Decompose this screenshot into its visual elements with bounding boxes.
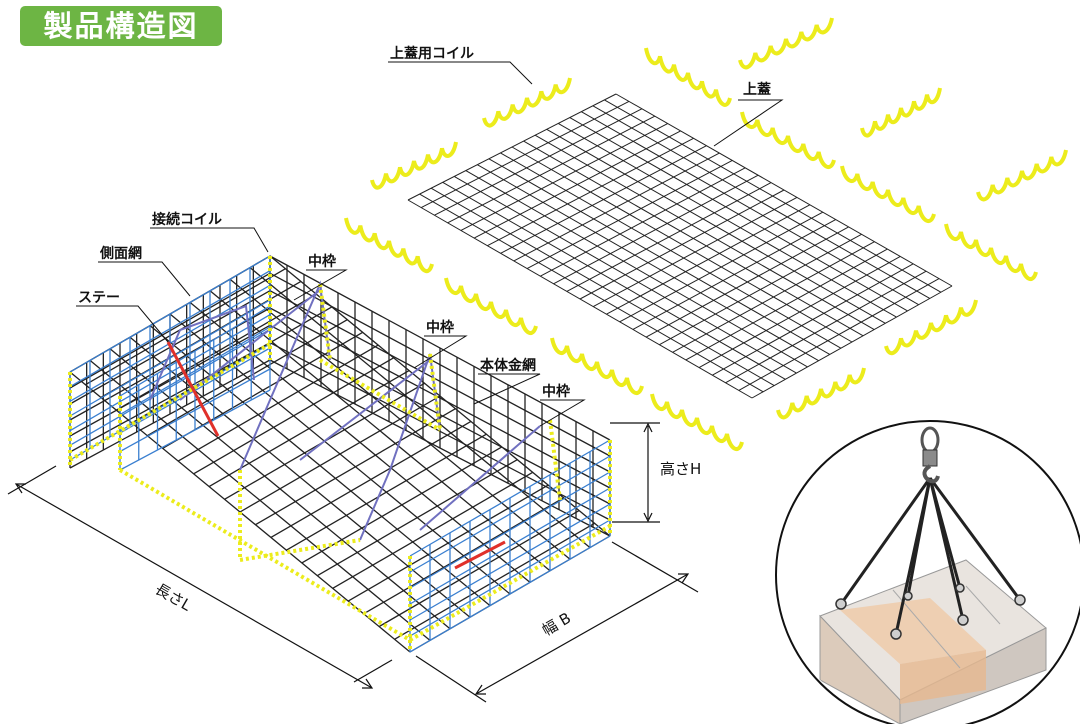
stay-front [454, 540, 506, 570]
label-middle-frame-3: 中枠 [542, 383, 570, 400]
label-connect-coil: 接続コイル [152, 211, 222, 228]
dimension-width: 幅 B [539, 609, 574, 640]
label-lid-coil: 上蓋用コイル [390, 45, 474, 62]
dimension-height: 高さH [660, 460, 701, 478]
dimension-length: 長さL [152, 580, 195, 615]
lid-mesh [407, 93, 953, 399]
label-lid: 上蓋 [743, 81, 771, 98]
lifting-inset [775, 420, 1080, 724]
connect-coils [68, 256, 612, 652]
dimension-lines [7, 422, 699, 703]
leader-lines [76, 61, 784, 427]
lid-coils [344, 17, 1068, 451]
stay-left [166, 341, 220, 437]
hook-icon [920, 426, 940, 484]
label-middle-frame-1: 中枠 [308, 253, 336, 270]
label-side-net: 側面網 [99, 245, 142, 262]
label-body-net: 本体金網 [480, 357, 536, 374]
stays [166, 341, 506, 570]
page-title: 製品構造図 [20, 6, 222, 46]
label-middle-frame-2: 中枠 [426, 319, 454, 336]
label-stay: ステー [78, 290, 120, 306]
